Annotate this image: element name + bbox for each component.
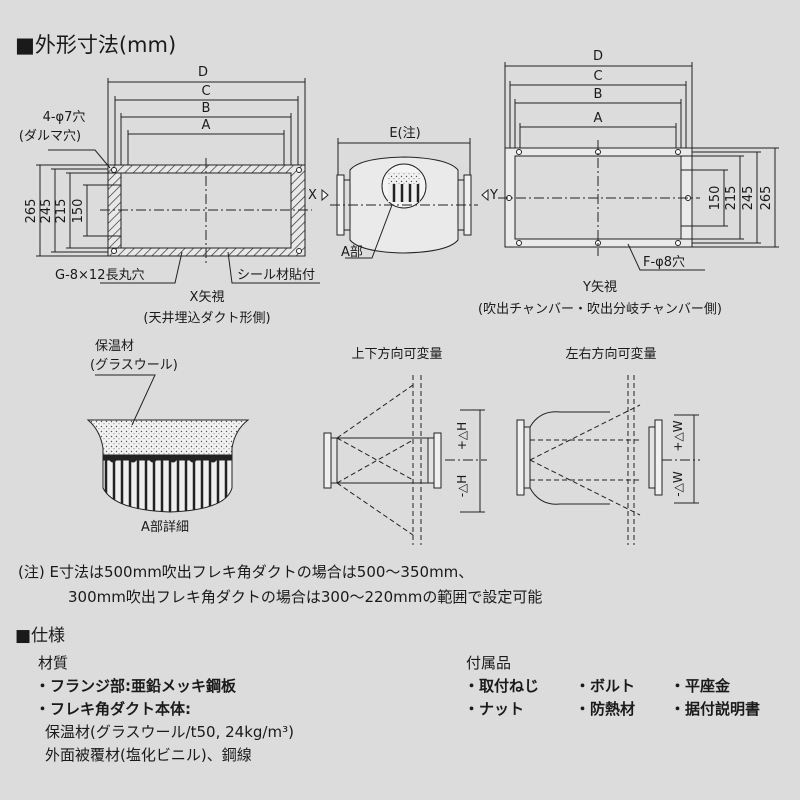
part-a-label: A部	[341, 245, 363, 260]
acc-item: ・防熱材	[575, 700, 636, 718]
x-view	[36, 78, 320, 284]
detail-a-title: A部詳細	[141, 519, 189, 535]
spec-flange: ・フランジ部:亜鉛メッキ鋼板	[35, 677, 236, 695]
y-dim-b: B	[594, 87, 603, 102]
y-view	[498, 62, 779, 271]
minus-w-label: -△W	[671, 471, 685, 497]
vertical-variation	[323, 375, 487, 545]
x-holes-label: 4-φ7穴	[43, 110, 86, 125]
x-view-subtitle: (天井埋込ダクト形側)	[143, 311, 270, 326]
y-view-subtitle: (吹出チャンバー・吹出分岐チャンバー側)	[478, 302, 722, 317]
y-height-245: 245	[741, 186, 756, 211]
plus-w-label: +△W	[671, 420, 685, 451]
x-height-265: 265	[24, 199, 39, 224]
spec-insulation: 保温材(グラスウール/t50, 24kg/m³)	[45, 723, 294, 741]
horizontal-title: 左右方向可変量	[565, 346, 656, 362]
x-holes-sub: (ダルマ穴)	[19, 129, 81, 144]
y-view-title: Y矢視	[582, 280, 617, 295]
x-dim-c: C	[201, 84, 210, 99]
detail-a-label: 保温材	[95, 339, 134, 354]
vertical-title: 上下方向可変量	[351, 346, 442, 362]
dimension-drawing: ■外形寸法(mm)	[15, 33, 779, 545]
x-slot-label: G-8×12長丸穴	[55, 268, 144, 283]
y-dim-a: A	[594, 111, 603, 126]
y-height-265: 265	[759, 186, 774, 211]
spec-body: ・フレキ角ダクト本体:	[35, 700, 191, 718]
detail-a	[86, 374, 250, 513]
plus-h-label: +△H	[455, 422, 469, 450]
minus-h-label: -△H	[455, 475, 469, 498]
x-height-150: 150	[71, 199, 86, 224]
material-heading: 材質	[38, 654, 69, 672]
y-dim-d: D	[593, 49, 603, 64]
side-dim-e: E(注)	[389, 126, 420, 141]
accessories-heading: 付属品	[466, 654, 512, 672]
acc-item: ・据付説明書	[670, 700, 761, 718]
x-seal-label: シール材貼付	[237, 268, 315, 283]
specs-heading: ■仕様	[15, 626, 66, 646]
horizontal-variation	[516, 375, 700, 545]
x-dim-d: D	[198, 65, 208, 80]
x-arrow-label: X	[308, 188, 317, 203]
x-view-title: X矢視	[190, 290, 225, 305]
spec-cover: 外面被覆材(塩化ビニル)、鋼線	[45, 746, 252, 764]
note-line-1: (注) E寸法は500mm吹出フレキ角ダクトの場合は500〜350mm、	[18, 563, 474, 581]
acc-item: ・ナット	[464, 700, 525, 718]
y-height-215: 215	[724, 186, 739, 211]
x-dim-a: A	[202, 118, 211, 133]
dimensions-heading: ■外形寸法(mm)	[15, 33, 176, 57]
acc-item: ・取付ねじ	[464, 677, 540, 695]
side-view	[321, 138, 489, 259]
x-dim-b: B	[202, 101, 211, 116]
y-dim-c: C	[593, 69, 602, 84]
y-holes-label: F-φ8穴	[643, 255, 685, 270]
acc-item: ・ボルト	[575, 677, 636, 695]
note-line-2: 300mm吹出フレキ角ダクトの場合は300〜220mmの範囲で設定可能	[68, 588, 543, 606]
acc-item: ・平座金	[670, 677, 731, 695]
y-arrow-label: Y	[489, 188, 498, 203]
x-height-245: 245	[39, 199, 54, 224]
x-height-215: 215	[54, 199, 69, 224]
y-height-150: 150	[708, 186, 723, 211]
detail-a-sublabel: (グラスウール)	[90, 358, 178, 373]
